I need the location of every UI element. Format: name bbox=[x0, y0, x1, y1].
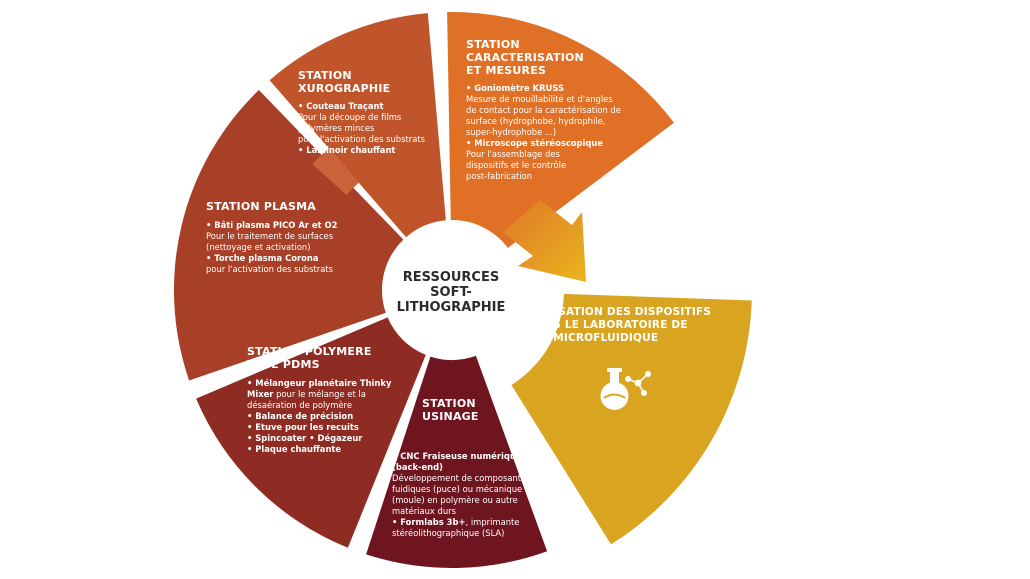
utilisation-title: UTILISATION DES DISPOSITIFS DANS LE LABO… bbox=[527, 306, 727, 345]
xurographie-body: • Couteau Traçant Pour la découpe de fil… bbox=[298, 101, 448, 156]
segment-usinage bbox=[366, 355, 548, 568]
caracterisation-block: STATION CARACTERISATION ET MESURES • Gon… bbox=[466, 38, 636, 182]
caracterisation-item2-line3: post-fabrication bbox=[466, 171, 533, 181]
plasma-item1-line2: (nettoyage et activation) bbox=[206, 242, 311, 252]
caracterisation-item1-line3: surface (hydrophobe, hydrophile, bbox=[466, 116, 606, 126]
caracterisation-body: • Goniomètre KRUSS Mesure de mouillabili… bbox=[466, 83, 636, 182]
xurographie-item1: • Couteau Traçant bbox=[298, 101, 384, 111]
usinage-item2-line2: stéréolithographique (SLA) bbox=[392, 528, 505, 538]
polymere-bullet-4: • Plaque chauffante bbox=[247, 444, 342, 454]
usinage-item1-bullet-line1: • CNC Fraiseuse numérique bbox=[392, 451, 522, 461]
usinage-title: STATION USINAGE bbox=[422, 397, 502, 423]
segment-utilisation bbox=[511, 293, 752, 545]
caracterisation-item2-line1: Pour l'assemblage des bbox=[466, 149, 560, 159]
polymere-bullet-1: • Balance de précision bbox=[247, 411, 354, 421]
plasma-item1: • Bâti plasma PICO Ar et O2 bbox=[206, 220, 338, 230]
caracterisation-title-line3: ET MESURES bbox=[466, 64, 547, 77]
polymere-body: • Mélangeur planétaire Thinky Mixer pour… bbox=[247, 378, 397, 455]
caracterisation-item1: • Goniomètre KRUSS bbox=[466, 83, 565, 93]
caracterisation-title-line1: STATION bbox=[466, 38, 520, 51]
caracterisation-title: STATION CARACTERISATION ET MESURES bbox=[466, 38, 636, 77]
polymere-block: STATION POLYMERE TYPE PDMS • Mélangeur p… bbox=[247, 345, 397, 455]
usinage-item2-bold: • Formlabs 3b+ bbox=[392, 517, 466, 527]
polymere-item1-bold-a: • Mélangeur planétaire Thinky bbox=[247, 378, 392, 388]
segment-xurographie bbox=[269, 13, 446, 238]
usinage-item1-bullet-line2: (back-end) bbox=[392, 462, 443, 472]
usinage-item1-line4: matériaux durs bbox=[392, 506, 456, 516]
polymere-bullet-3: • Spincoater • Dégazeur bbox=[247, 433, 363, 443]
polymere-bullet-2: • Etuve pour les recuits bbox=[247, 422, 359, 432]
caracterisation-item1-line1: Mesure de mouillabilité et d'angles bbox=[466, 94, 613, 104]
polymere-title: STATION POLYMERE TYPE PDMS bbox=[247, 345, 397, 371]
plasma-item2-line1: pour l'activation des substrats bbox=[206, 264, 333, 274]
plasma-body: • Bâti plasma PICO Ar et O2 Pour le trai… bbox=[206, 220, 366, 275]
plasma-title: STATION PLASMA bbox=[206, 200, 316, 213]
xurographie-title: STATION XUROGRAPHIE bbox=[298, 69, 391, 95]
flask-molecule-icon bbox=[600, 368, 651, 410]
xurographie-item1-line2: polymères minces bbox=[298, 123, 375, 133]
center-title: RESSOURCES SOFT-LITHOGRAPHIE bbox=[376, 270, 526, 315]
usinage-title-block: STATION USINAGE bbox=[422, 397, 502, 423]
xurographie-block: STATION XUROGRAPHIE • Couteau Traçant Po… bbox=[298, 69, 448, 156]
utilisation-title-line1: UTILISATION DES DISPOSITIFS bbox=[527, 306, 712, 318]
utilisation-title-line2: DANS LE LABORATOIRE DE bbox=[527, 319, 688, 331]
polymere-item1-rest-a: pour le mélange et la bbox=[273, 389, 366, 399]
plasma-item1-line1: Pour le traitement de surfaces bbox=[206, 231, 334, 241]
caracterisation-title-line2: CARACTERISATION bbox=[466, 51, 584, 64]
usinage-item1-line3: (moule) en polymère ou autre bbox=[392, 495, 518, 505]
usinage-item1-line1: Développement de composants bbox=[392, 473, 526, 483]
connector-strip bbox=[312, 148, 359, 195]
usinage-body: • CNC Fraiseuse numérique (back-end) Dév… bbox=[392, 451, 542, 539]
caracterisation-item2: • Microscope stéréoscopique bbox=[466, 138, 604, 148]
usinage-block: • CNC Fraiseuse numérique (back-end) Dév… bbox=[392, 451, 542, 539]
arrow-to-utilisation bbox=[503, 200, 586, 282]
center-circle bbox=[384, 224, 516, 356]
center-title-line2: SOFT-LITHOGRAPHIE bbox=[396, 285, 506, 315]
segment-polymere bbox=[196, 317, 426, 548]
xurographie-item2: • Laminoir chauffant bbox=[298, 145, 396, 155]
plasma-item2: • Torche plasma Corona bbox=[206, 253, 319, 263]
usinage-title-line2: USINAGE bbox=[422, 410, 479, 423]
segment-plasma bbox=[173, 90, 404, 381]
caracterisation-item2-line2: dispositifs et le contrôle bbox=[466, 160, 567, 170]
usinage-item2-rest: , imprimante bbox=[465, 517, 520, 527]
polymere-title-line2: TYPE PDMS bbox=[247, 358, 320, 371]
polymere-title-line1: STATION POLYMERE bbox=[247, 345, 372, 358]
plasma-block: STATION PLASMA • Bâti plasma PICO Ar et … bbox=[206, 200, 366, 275]
utilisation-title-line3: BIO-MICROFLUIDIQUE bbox=[527, 332, 659, 344]
xurographie-item1-line1: Pour la découpe de films bbox=[298, 112, 402, 122]
usinage-title-line1: STATION bbox=[422, 397, 476, 410]
caracterisation-item1-line2: de contact pour la caractérisation de bbox=[466, 105, 621, 115]
polymere-item1-bold-b: Mixer bbox=[247, 389, 274, 399]
xurographie-item1-line3: pour l'activation des substrats bbox=[298, 134, 425, 144]
caracterisation-item1-line4: super-hydrophobe ...) bbox=[466, 127, 557, 137]
usinage-item1-line2: fuidiques (puce) ou mécanique bbox=[392, 484, 523, 494]
polymere-item1-rest-b: désaération de polymère bbox=[247, 400, 352, 410]
center-title-line1: RESSOURCES bbox=[402, 270, 500, 285]
segment-caracterisation bbox=[447, 11, 674, 248]
